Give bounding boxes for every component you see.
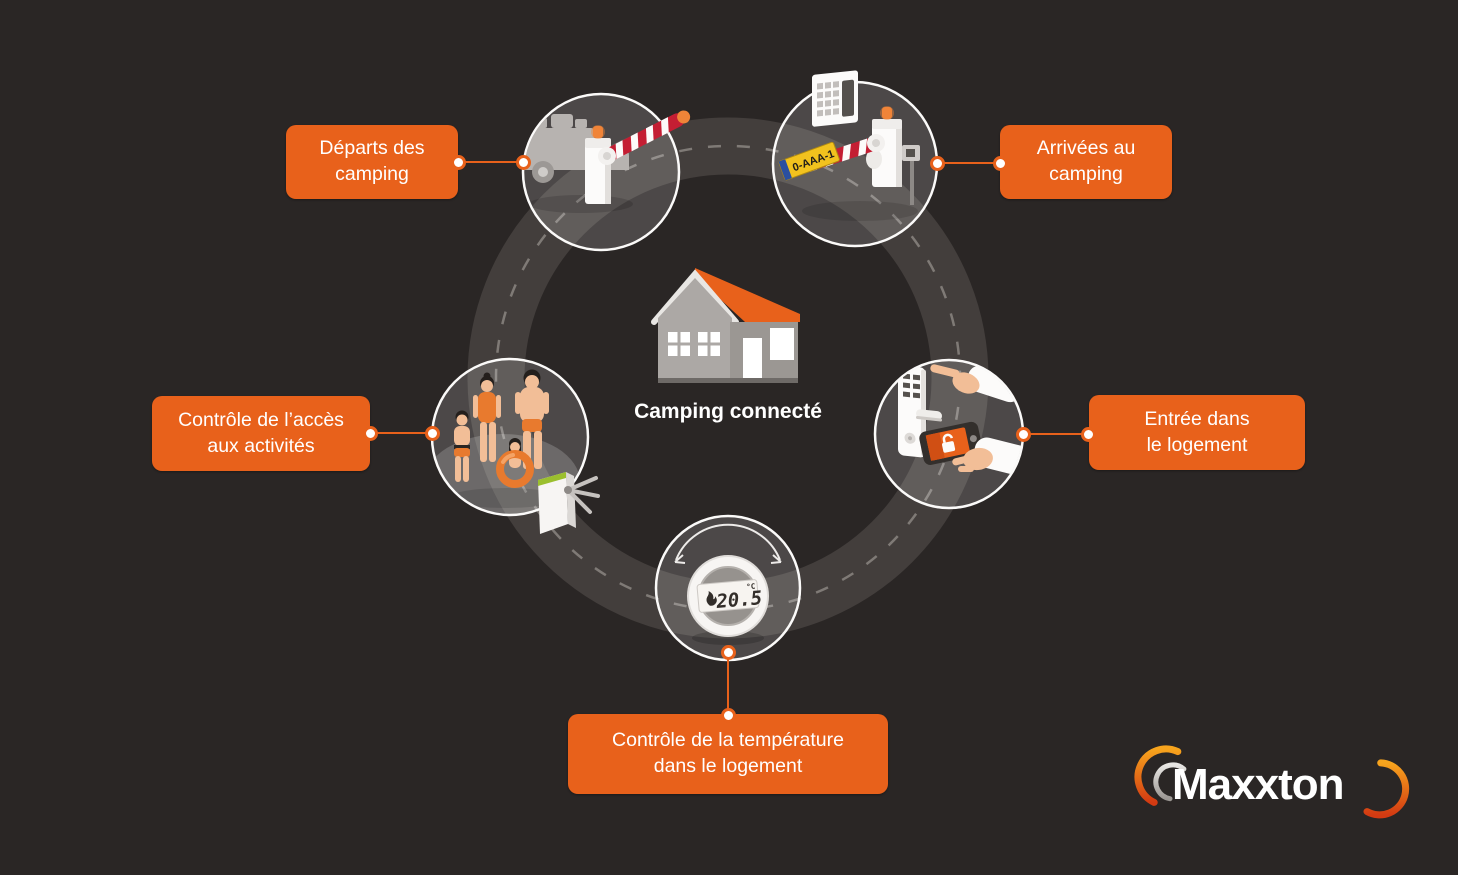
holding-hand [952,447,993,472]
connector-arrivals [937,162,1000,164]
connector-dot [515,154,531,170]
label-entry: Entrée dans le logement [1089,395,1305,470]
connector-dot [720,707,736,723]
rotate-arrow [674,523,782,564]
connector-dot [450,154,466,170]
pointing-hand [930,364,980,394]
label-temperature: Contrôle de la température dans le logem… [568,714,888,794]
connector-dot [1080,426,1096,442]
connector-dot [992,155,1008,171]
logo-right-orange-arc [1363,759,1410,819]
exit-barrier-arm [598,110,691,165]
label-departures-line2: camping [335,163,409,185]
label-entry-line1: Entrée dans [1144,407,1250,430]
thermostat-lcd: 20.5 °C [696,579,764,613]
connector-activities [370,432,432,434]
thermostat-unit: °C [746,582,756,592]
label-activities-line2: aux activités [207,434,315,457]
label-arrivals-line1: Arrivées au [1036,137,1136,160]
turnstile [538,472,600,534]
label-entry-line2: le logement [1146,433,1248,456]
car-exit-barrier-icon [521,92,691,252]
label-arrivals-line2: camping [1049,163,1123,185]
logo-left-orange-arc [1134,745,1182,806]
center-title: Camping connecté [634,400,822,423]
label-temperature-line1: Contrôle de la température [612,729,844,752]
swimmer-boy [454,410,470,482]
connector-dot [424,425,440,441]
connector-temperature [727,652,729,715]
swimmer-woman [473,372,501,462]
license-plate-barrier-icon: 0-AAA-1 [771,70,939,248]
label-activities-line1: Contrôle de l’accès [178,408,344,431]
keypad-panel [812,70,858,127]
connector-entry [1023,433,1088,435]
connector-departures [458,161,523,163]
thermostat-icon: 20.5 °C [654,514,802,662]
connector-dot [929,155,945,171]
label-arrivals: Arrivées au camping [1000,125,1172,199]
house-icon [651,268,800,383]
thermostat-value: 20.5 [715,587,764,613]
camera-pole [902,145,920,205]
door-lock-panel [898,365,942,458]
family-swimmers-turnstile-icon [430,357,600,534]
connector-dot [362,425,378,441]
flame-icon [706,591,717,606]
smart-lock-phone-icon [873,358,1025,510]
label-temperature-line2: dans le logement [653,755,803,777]
label-departures-line1: Départs des [319,137,425,160]
connector-dot [720,644,736,660]
maxxton-logo-arcs [1134,745,1410,819]
swimmer-man [515,369,549,469]
swimmer-girl-ring [496,438,534,488]
maxxton-logo-text: Maxxton [1172,760,1344,809]
logo-left-gray-arc [1153,762,1187,802]
label-departures: Départs des camping [286,125,458,199]
label-activities: Contrôle de l’accès aux activités [152,396,370,471]
connector-dot [1015,426,1031,442]
